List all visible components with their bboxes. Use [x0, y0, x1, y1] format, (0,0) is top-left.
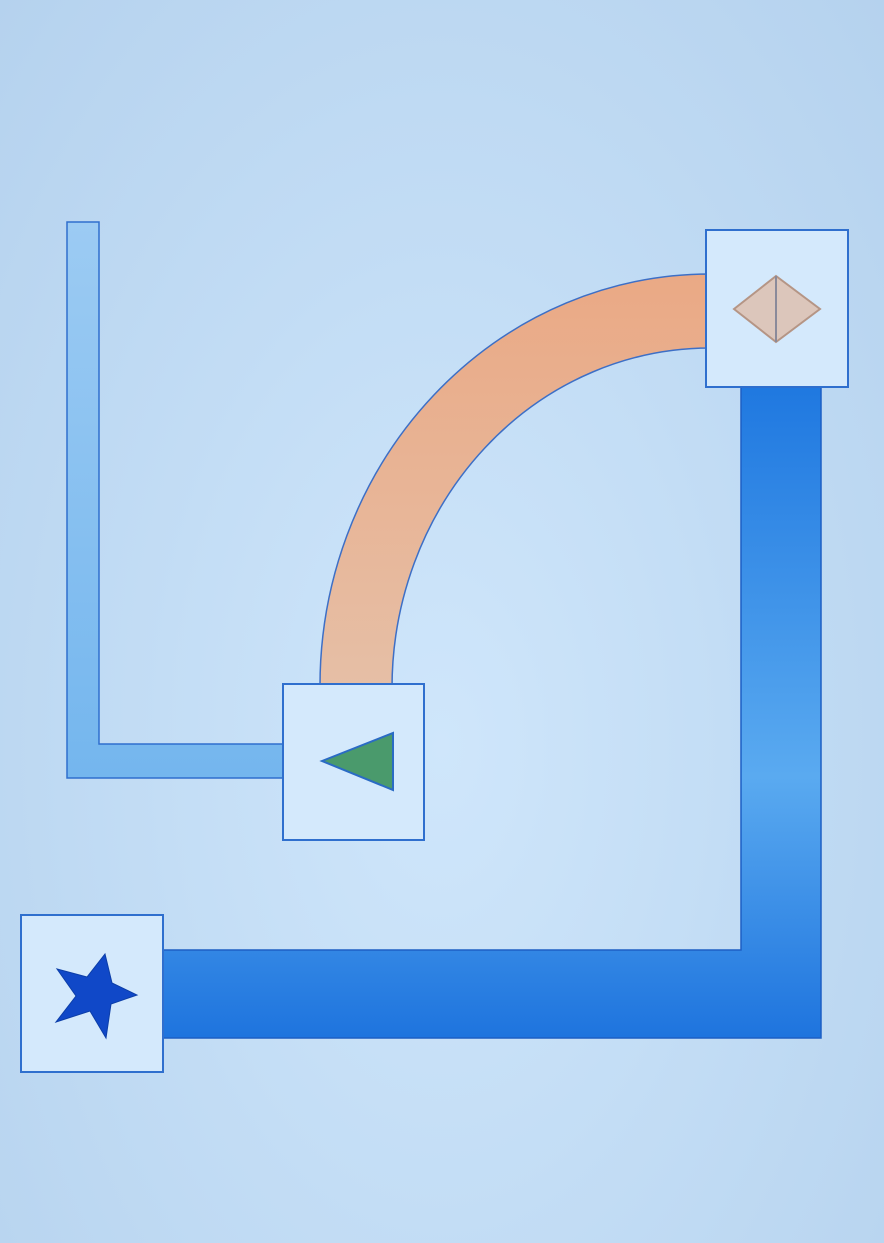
triangle-node[interactable] [282, 683, 425, 841]
arc-connector [319, 273, 711, 689]
star-icon [54, 952, 139, 1040]
light-l-connector [66, 221, 287, 779]
heavy-l-connector [159, 384, 822, 1039]
diamond-node[interactable] [705, 229, 849, 388]
triangle-left-icon [319, 731, 394, 792]
star-node[interactable] [20, 914, 164, 1073]
diamond-icon [732, 274, 822, 344]
